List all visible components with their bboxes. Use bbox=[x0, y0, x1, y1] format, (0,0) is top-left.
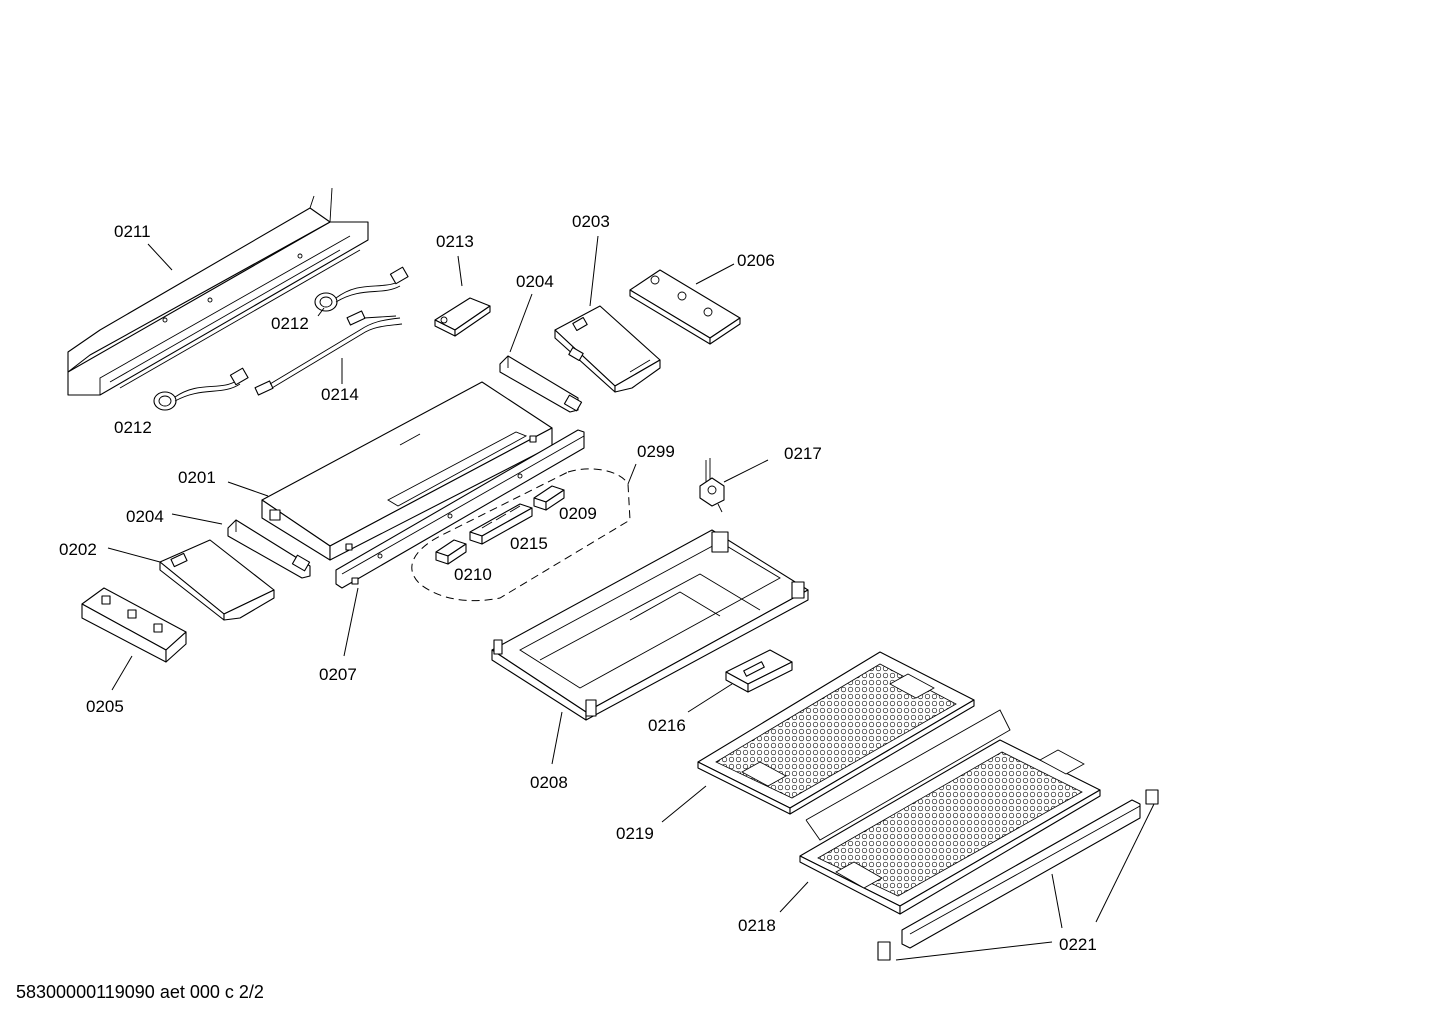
label-0212-lower: 0212 bbox=[114, 418, 152, 437]
part-0212-lamp-lower bbox=[153, 367, 249, 411]
label-0219: 0219 bbox=[616, 824, 654, 843]
label-0218: 0218 bbox=[738, 916, 776, 935]
part-0203-module bbox=[554, 305, 661, 393]
part-labels: 0211 0213 0203 0206 0204 0212 0214 0212 … bbox=[59, 212, 1097, 954]
label-0213: 0213 bbox=[436, 232, 474, 251]
label-0203: 0203 bbox=[572, 212, 610, 231]
part-0207-strip bbox=[335, 429, 585, 589]
label-0215: 0215 bbox=[510, 534, 548, 553]
label-0201: 0201 bbox=[178, 468, 216, 487]
label-0211: 0211 bbox=[114, 222, 151, 241]
drawing-reference: 58300000119090 aet 000 c 2/2 bbox=[16, 982, 264, 1002]
part-0210-button bbox=[435, 539, 467, 565]
part-0208-frame bbox=[491, 529, 809, 721]
label-0202: 0202 bbox=[59, 540, 97, 559]
part-0209-button bbox=[533, 485, 565, 511]
part-0202-cover bbox=[159, 539, 275, 621]
part-0217-switch bbox=[699, 458, 725, 513]
label-0205: 0205 bbox=[86, 697, 124, 716]
assembly-0299-boundary bbox=[411, 468, 631, 602]
label-0217: 0217 bbox=[784, 444, 822, 463]
part-0215-keypad bbox=[469, 503, 533, 545]
label-0208: 0208 bbox=[530, 773, 568, 792]
label-0210: 0210 bbox=[454, 565, 492, 584]
label-0214: 0214 bbox=[321, 385, 359, 404]
part-0216-connector bbox=[725, 649, 793, 693]
part-0204-slider-lower bbox=[227, 519, 311, 579]
part-0205-plate bbox=[81, 587, 187, 663]
part-0206-bracket bbox=[629, 269, 741, 345]
part-0213-ballast bbox=[434, 297, 491, 337]
label-0209: 0209 bbox=[559, 504, 597, 523]
label-0207: 0207 bbox=[319, 665, 357, 684]
label-0204-upper: 0204 bbox=[516, 272, 554, 291]
leader-lines bbox=[107, 235, 1155, 961]
label-0216: 0216 bbox=[648, 716, 686, 735]
label-0204-lower: 0204 bbox=[126, 507, 164, 526]
part-0204-slider-upper bbox=[499, 355, 583, 413]
label-0221: 0221 bbox=[1059, 935, 1097, 954]
label-0212-upper: 0212 bbox=[271, 314, 309, 333]
part-0211-rail bbox=[67, 187, 369, 396]
label-0299: 0299 bbox=[637, 442, 675, 461]
part-0219-filter bbox=[697, 651, 975, 815]
part-0214-wire bbox=[254, 310, 403, 396]
part-0221-strip-clips bbox=[877, 789, 1159, 961]
part-0218-filter-tray bbox=[799, 709, 1101, 915]
label-0206: 0206 bbox=[737, 251, 775, 270]
part-0212-lamp-upper bbox=[314, 266, 409, 312]
